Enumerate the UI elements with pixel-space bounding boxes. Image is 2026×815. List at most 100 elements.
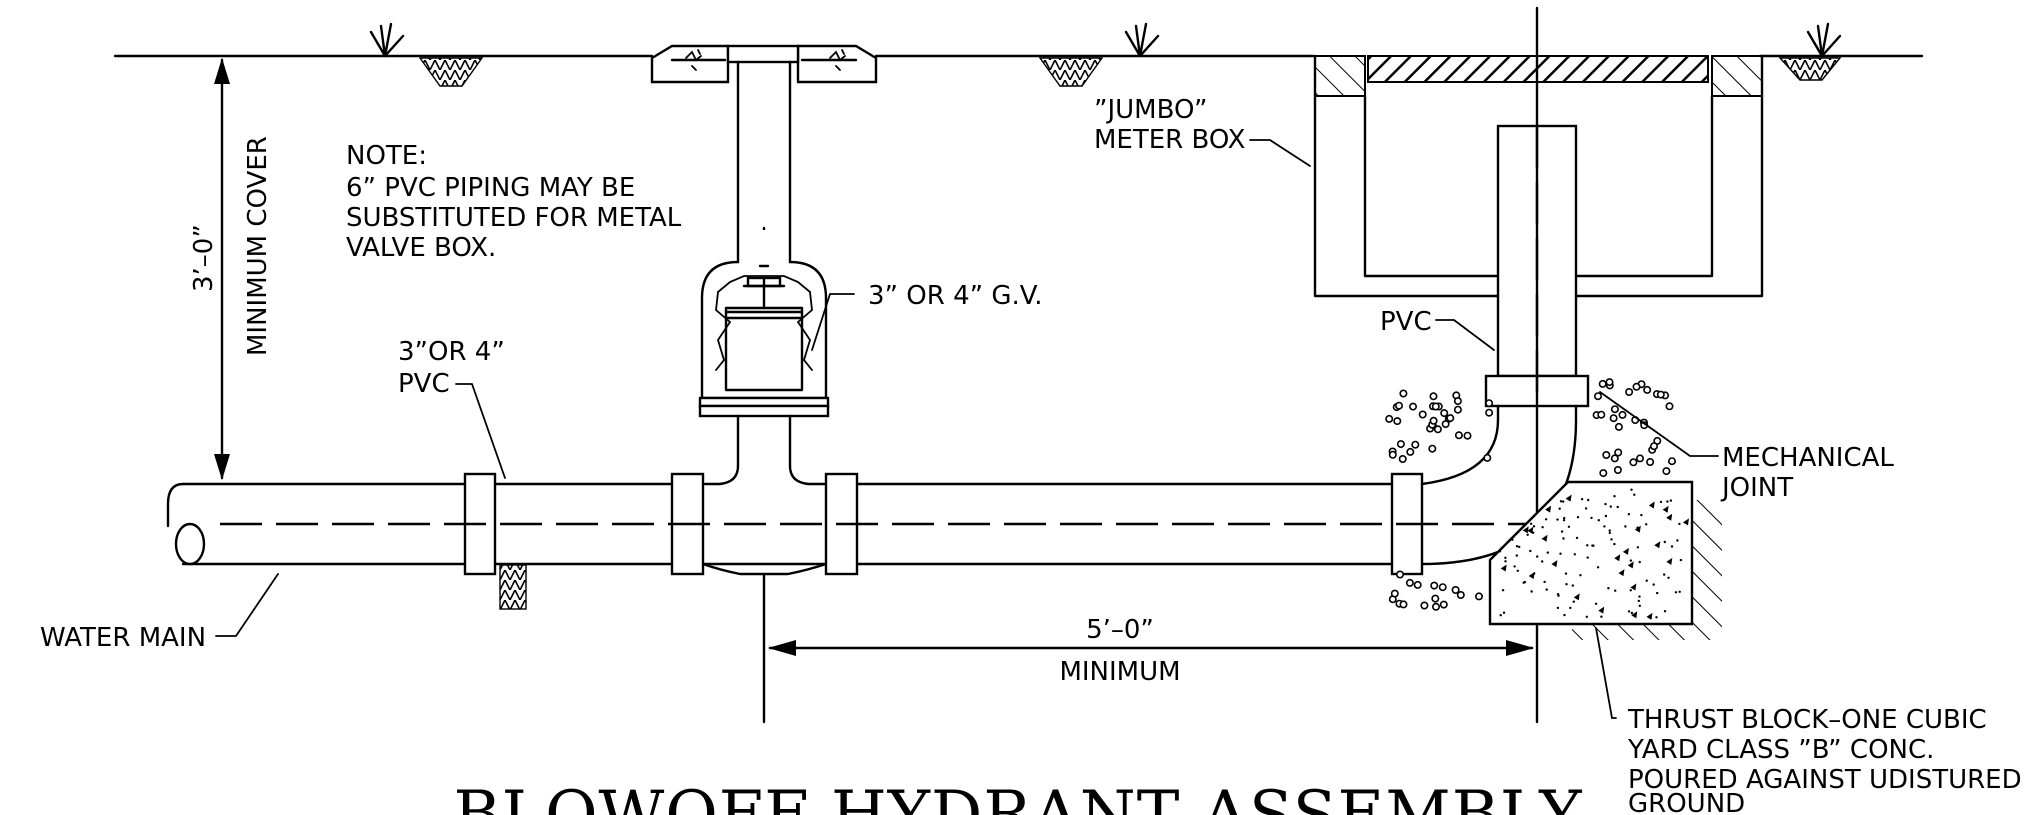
concrete-speck <box>1667 576 1670 579</box>
concrete-speck <box>1591 544 1594 547</box>
concrete-aggregate <box>1634 525 1641 533</box>
concrete-aggregate <box>1630 583 1637 591</box>
thrust-line4: GROUND <box>1628 789 1745 815</box>
concrete-speck <box>1614 589 1617 592</box>
grass-tufts <box>369 22 1842 58</box>
concrete-speck <box>1515 554 1519 557</box>
concrete-speck <box>1596 566 1600 569</box>
concrete-speck <box>1523 580 1527 584</box>
concrete-aggregate <box>1545 505 1552 513</box>
meter-box-line1: ”JUMBO” <box>1094 95 1207 125</box>
gravel-stone <box>1650 442 1659 451</box>
concrete-speck <box>1636 546 1640 549</box>
valve-box <box>650 44 878 252</box>
gravel-stone <box>1613 465 1622 474</box>
water-main-label: WATER MAIN <box>40 623 206 653</box>
valve-box-concrete-marks <box>685 49 846 71</box>
concrete-speck <box>1536 555 1539 558</box>
concrete-speck <box>1573 553 1577 556</box>
concrete-speck <box>1594 602 1598 605</box>
gravel-stone <box>1485 399 1494 408</box>
concrete-speck <box>1597 519 1601 522</box>
concrete-speck <box>1562 519 1566 522</box>
concrete-speck <box>1610 538 1613 541</box>
concrete-speck <box>1526 533 1529 536</box>
gravel-stone <box>1446 414 1455 423</box>
gravel-stone <box>1398 454 1407 463</box>
gravel-stone <box>1454 431 1463 440</box>
gravel-stone <box>1409 402 1418 411</box>
thrust-line1: THRUST BLOCK–ONE CUBIC <box>1627 705 1987 735</box>
concrete-speck <box>1586 556 1589 559</box>
concrete-speck <box>1569 606 1572 610</box>
cover-dim-text: 3’–0” <box>189 224 219 292</box>
concrete-speck <box>1608 529 1611 532</box>
concrete-speck <box>1663 573 1666 576</box>
concrete-speck <box>1533 572 1536 575</box>
gravel-stone <box>1411 440 1420 449</box>
leaders <box>215 139 1719 719</box>
concrete-aggregate <box>1648 501 1655 509</box>
concrete-speck <box>1532 525 1536 528</box>
concrete-aggregate <box>1666 557 1673 565</box>
concrete-aggregate <box>1662 505 1669 513</box>
concrete-speck <box>1679 558 1683 562</box>
concrete-speck <box>1659 500 1663 504</box>
gravel-stone <box>1439 600 1448 609</box>
cover-dimension <box>214 58 230 480</box>
meter-box-line2: METER BOX <box>1094 125 1246 155</box>
concrete-speck <box>1656 591 1659 595</box>
concrete-aggregate <box>1500 564 1507 572</box>
pvc-label: PVC <box>1380 307 1432 337</box>
thrust-block <box>1488 480 1722 640</box>
concrete-speck <box>1586 544 1589 547</box>
concrete-speck <box>1669 499 1673 502</box>
span-label-text: MINIMUM <box>1059 657 1180 687</box>
concrete-speck <box>1546 551 1550 554</box>
gravel-stone <box>1463 431 1472 440</box>
gravel-stone <box>1388 450 1397 459</box>
concrete-speck <box>1585 615 1589 618</box>
concrete-speck <box>1630 611 1634 615</box>
gravel-stone <box>1475 592 1484 601</box>
gravel-stone <box>1614 422 1623 431</box>
concrete-aggregate <box>1527 526 1534 534</box>
gravel-stone <box>1665 402 1674 411</box>
concrete-speck <box>1501 589 1505 592</box>
concrete-speck <box>1645 523 1648 526</box>
span-dim-text: 5’–0” <box>1086 615 1154 645</box>
concrete-speck <box>1498 550 1502 553</box>
gravel-stone <box>1432 602 1441 611</box>
concrete-speck <box>1529 549 1532 553</box>
pvc-size-line2: PVC <box>398 369 450 399</box>
concrete-speck <box>1499 614 1502 617</box>
concrete-speck <box>1572 600 1576 603</box>
concrete-speck <box>1563 516 1566 520</box>
concrete-speck <box>1640 513 1643 517</box>
gravel-stone <box>1599 469 1608 478</box>
gravel-stone <box>1390 589 1399 598</box>
concrete-speck <box>1513 565 1516 568</box>
water-main-pipe <box>166 482 1394 576</box>
concrete-speck <box>1678 590 1681 593</box>
gravel-stone <box>1605 378 1614 387</box>
gravel-stone <box>1662 467 1671 476</box>
concrete-speck <box>1543 580 1546 584</box>
concrete-speck <box>1541 526 1544 529</box>
concrete-speck <box>1633 493 1636 496</box>
note-title: NOTE: <box>346 141 427 171</box>
gravel-stone <box>1385 414 1394 423</box>
gravel-stone <box>1451 585 1460 594</box>
concrete-aggregate <box>1598 606 1605 614</box>
concrete-speck <box>1590 516 1593 520</box>
drawing-title: BLOWOFF HYDRANT ASSEMBLY <box>454 778 1583 815</box>
soil-patches <box>418 57 1842 610</box>
gravel-stone <box>1656 390 1665 399</box>
concrete-aggregate <box>1541 534 1548 542</box>
gate-valve <box>698 230 830 418</box>
gravel-stone <box>1597 410 1606 419</box>
gravel-stone <box>1441 420 1450 429</box>
gravel-stone <box>1614 448 1623 457</box>
gravel-stone <box>1483 453 1492 462</box>
